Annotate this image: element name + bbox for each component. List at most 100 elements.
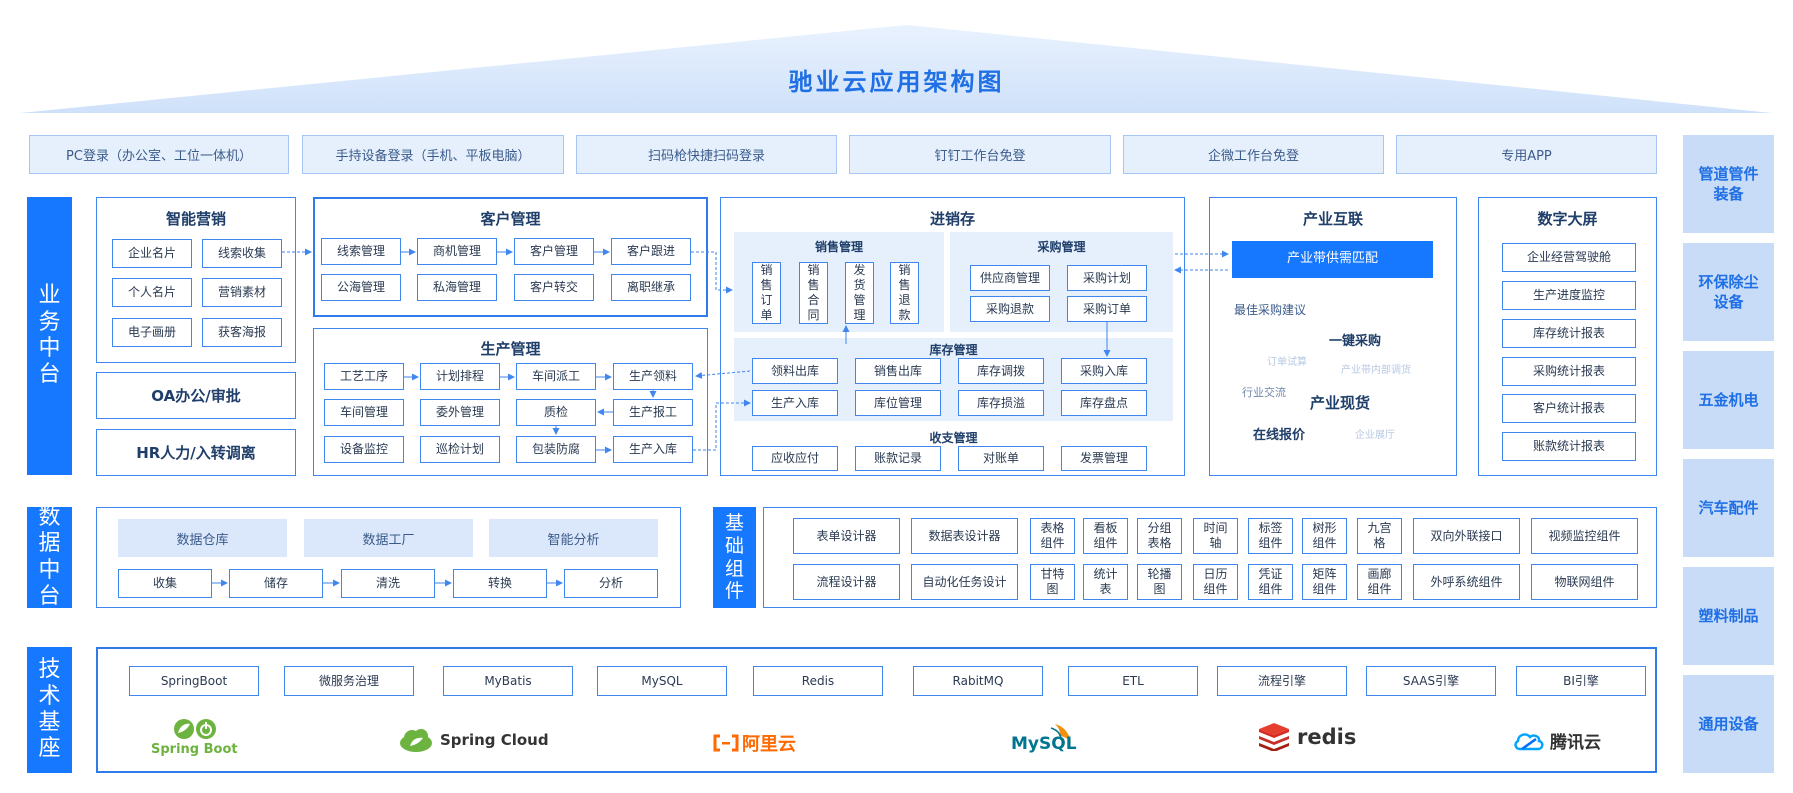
production-item[interactable]: 生产报工 <box>613 399 693 426</box>
tech-item[interactable]: 微服务治理 <box>284 666 414 696</box>
tech-item[interactable]: MySQL <box>597 666 727 696</box>
production-item[interactable]: 设备监控 <box>324 436 404 463</box>
sales-item[interactable]: 发货管理 <box>845 262 874 324</box>
marketing-item[interactable]: 营销素材 <box>202 278 282 307</box>
smart-analysis[interactable]: 智能分析 <box>489 519 658 557</box>
marketing-item[interactable]: 个人名片 <box>112 278 192 307</box>
screen-item[interactable]: 客户统计报表 <box>1502 394 1636 423</box>
component-item[interactable]: 物联网组件 <box>1531 564 1638 600</box>
industry-general[interactable]: 通用设备 <box>1683 675 1774 773</box>
sales-item[interactable]: 销售订单 <box>752 262 781 324</box>
component-item[interactable]: 外呼系统组件 <box>1413 564 1520 600</box>
tech-item[interactable]: BI引擎 <box>1516 666 1646 696</box>
production-item[interactable]: 车间管理 <box>324 399 404 426</box>
production-item[interactable]: 包装防腐 <box>516 436 596 463</box>
production-item[interactable]: 巡检计划 <box>420 436 500 463</box>
production-item[interactable]: 生产入库 <box>613 436 693 463</box>
purchase-item[interactable]: 采购退款 <box>970 296 1050 322</box>
inventory-item[interactable]: 销售出库 <box>855 358 941 384</box>
inventory-item[interactable]: 库位管理 <box>855 390 941 416</box>
data-flow-step[interactable]: 分析 <box>564 569 658 598</box>
industry-pipe[interactable]: 管道管件装备 <box>1683 135 1774 233</box>
customer-item[interactable]: 商机管理 <box>417 238 497 265</box>
component-item[interactable]: 分组表格 <box>1137 518 1182 554</box>
component-item[interactable]: 自动化任务设计 <box>911 564 1018 600</box>
tag-industry-stock[interactable]: 产业现货 <box>1310 394 1371 412</box>
industry-auto-parts[interactable]: 汽车配件 <box>1683 459 1774 557</box>
component-item[interactable]: 矩阵组件 <box>1302 564 1347 600</box>
inventory-item[interactable]: 采购入库 <box>1061 358 1147 384</box>
component-item[interactable]: 画廊组件 <box>1357 564 1402 600</box>
component-item[interactable]: 九宫格 <box>1357 518 1402 554</box>
data-warehouse[interactable]: 数据仓库 <box>118 519 287 557</box>
purchase-item[interactable]: 供应商管理 <box>970 265 1050 291</box>
data-flow-step[interactable]: 清洗 <box>341 569 435 598</box>
finance-item[interactable]: 发票管理 <box>1061 446 1147 471</box>
industry-plastics[interactable]: 塑料制品 <box>1683 567 1774 665</box>
screen-item[interactable]: 账款统计报表 <box>1502 432 1636 461</box>
customer-item[interactable]: 客户转交 <box>514 274 594 301</box>
sales-item[interactable]: 销售合同 <box>799 262 828 324</box>
tech-item[interactable]: 流程引擎 <box>1217 666 1347 696</box>
inventory-item[interactable]: 生产入库 <box>752 390 838 416</box>
tech-item[interactable]: SAAS引擎 <box>1366 666 1496 696</box>
production-item[interactable]: 委外管理 <box>420 399 500 426</box>
purchase-item[interactable]: 采购计划 <box>1067 265 1147 291</box>
production-item[interactable]: 质检 <box>516 399 596 426</box>
data-flow-step[interactable]: 转换 <box>453 569 547 598</box>
tech-item[interactable]: RabitMQ <box>913 666 1043 696</box>
marketing-item[interactable]: 电子画册 <box>112 318 192 347</box>
component-item[interactable]: 流程设计器 <box>793 564 900 600</box>
login-option-pc[interactable]: PC登录（办公室、工位一体机） <box>29 135 289 174</box>
component-item[interactable]: 树形组件 <box>1302 518 1347 554</box>
finance-item[interactable]: 应收应付 <box>752 446 838 471</box>
login-option-scanner[interactable]: 扫码枪快捷扫码登录 <box>576 135 837 174</box>
tag-online-quote[interactable]: 在线报价 <box>1253 428 1306 443</box>
component-item[interactable]: 标签组件 <box>1248 518 1293 554</box>
tag-order-trial[interactable]: 订单试算 <box>1267 357 1307 368</box>
component-item[interactable]: 甘特图 <box>1030 564 1075 600</box>
data-flow-step[interactable]: 收集 <box>118 569 212 598</box>
component-item[interactable]: 时间轴 <box>1193 518 1238 554</box>
tech-item[interactable]: MyBatis <box>443 666 573 696</box>
tech-item[interactable]: Redis <box>753 666 883 696</box>
customer-item[interactable]: 线索管理 <box>321 238 401 265</box>
supply-demand-match[interactable]: 产业带供需匹配 <box>1232 241 1433 278</box>
login-option-dingtalk[interactable]: 钉钉工作台免登 <box>849 135 1111 174</box>
purchase-item[interactable]: 采购订单 <box>1067 296 1147 322</box>
component-item[interactable]: 表单设计器 <box>793 518 900 554</box>
production-item[interactable]: 生产领料 <box>613 363 693 390</box>
tag-internal-transfer[interactable]: 产业带内部调货 <box>1341 365 1411 376</box>
marketing-item[interactable]: 获客海报 <box>202 318 282 347</box>
production-item[interactable]: 计划排程 <box>420 363 500 390</box>
data-factory[interactable]: 数据工厂 <box>304 519 473 557</box>
tag-enterprise-showroom[interactable]: 企业展厅 <box>1355 430 1395 441</box>
screen-item[interactable]: 采购统计报表 <box>1502 357 1636 386</box>
tag-industry-exchange[interactable]: 行业交流 <box>1242 386 1286 399</box>
data-flow-step[interactable]: 储存 <box>229 569 323 598</box>
tag-best-purchase[interactable]: 最佳采购建议 <box>1234 303 1307 317</box>
login-option-handheld[interactable]: 手持设备登录（手机、平板电脑） <box>302 135 564 174</box>
screen-item[interactable]: 企业经营驾驶舱 <box>1502 243 1636 272</box>
inventory-item[interactable]: 领料出库 <box>752 358 838 384</box>
component-item[interactable]: 表格组件 <box>1030 518 1075 554</box>
production-item[interactable]: 车间派工 <box>516 363 596 390</box>
hr-module[interactable]: HR人力/入转调离 <box>96 429 296 476</box>
customer-item[interactable]: 客户管理 <box>514 238 594 265</box>
login-option-app[interactable]: 专用APP <box>1396 135 1657 174</box>
production-item[interactable]: 工艺工序 <box>324 363 404 390</box>
tech-item[interactable]: SpringBoot <box>129 666 259 696</box>
screen-item[interactable]: 生产进度监控 <box>1502 281 1636 310</box>
tech-item[interactable]: ETL <box>1068 666 1198 696</box>
customer-item[interactable]: 客户跟进 <box>611 238 691 265</box>
inventory-item[interactable]: 库存盘点 <box>1061 390 1147 416</box>
component-item[interactable]: 统计表 <box>1083 564 1128 600</box>
screen-item[interactable]: 库存统计报表 <box>1502 319 1636 348</box>
component-item[interactable]: 凭证组件 <box>1248 564 1293 600</box>
login-option-wecom[interactable]: 企微工作台免登 <box>1123 135 1384 174</box>
inventory-item[interactable]: 库存调拨 <box>958 358 1044 384</box>
marketing-item[interactable]: 企业名片 <box>112 239 192 268</box>
oa-module[interactable]: OA办公/审批 <box>96 372 296 419</box>
industry-hardware[interactable]: 五金机电 <box>1683 351 1774 449</box>
sales-item[interactable]: 销售退款 <box>890 262 919 324</box>
